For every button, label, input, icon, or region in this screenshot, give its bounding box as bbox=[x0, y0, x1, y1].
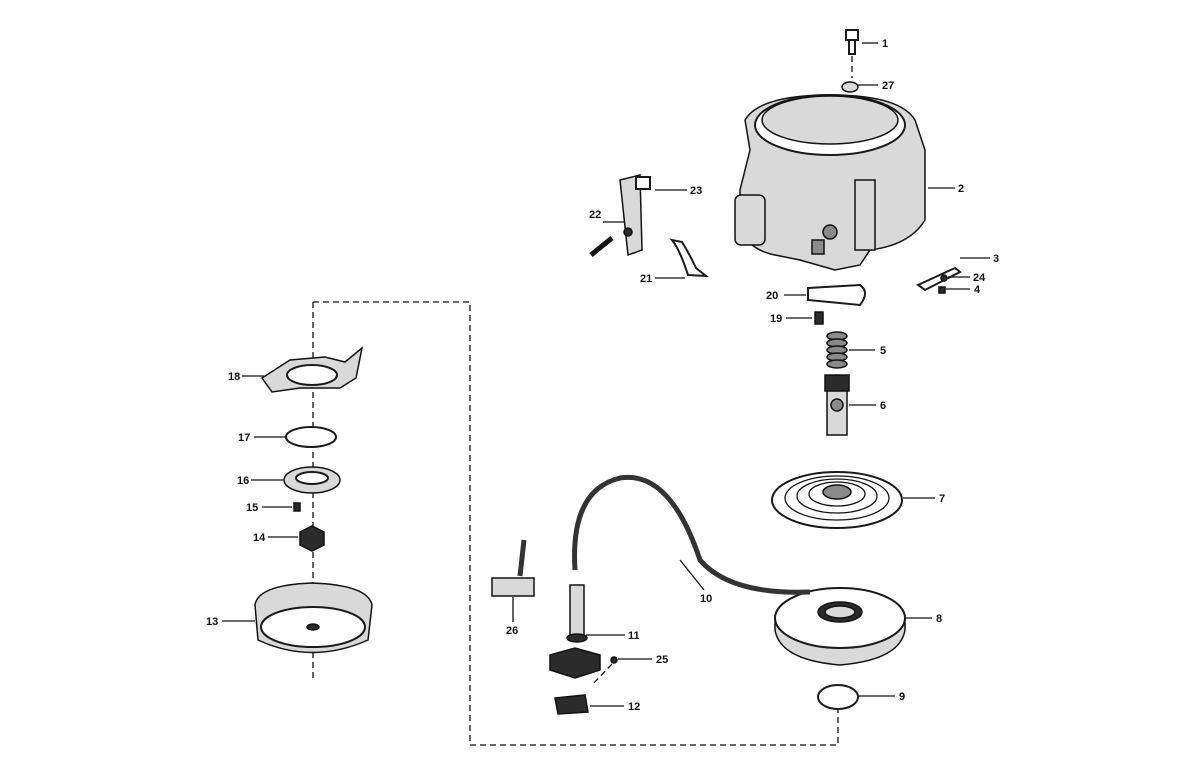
part-20-retainer-plate bbox=[807, 283, 866, 307]
label-part-25: 25 bbox=[656, 654, 668, 666]
part-8-pulley bbox=[774, 587, 906, 666]
label-part-15: 15 bbox=[246, 502, 258, 514]
label-part-3: 3 bbox=[993, 253, 999, 265]
label-part-13: 13 bbox=[206, 616, 218, 628]
label-part-23: 23 bbox=[690, 185, 702, 197]
label-part-27: 27 bbox=[882, 80, 894, 92]
label-part-18: 18 bbox=[228, 371, 240, 383]
part-19-screw bbox=[814, 311, 824, 325]
label-part-21: 21 bbox=[640, 273, 652, 285]
label-part-2: 2 bbox=[958, 183, 964, 195]
label-part-6: 6 bbox=[880, 400, 886, 412]
part-23-pawl-bracket bbox=[619, 174, 651, 257]
label-part-17: 17 bbox=[238, 432, 250, 444]
part-5-spring bbox=[826, 331, 848, 369]
label-part-1: 1 bbox=[882, 38, 888, 50]
part-7-recoil-spring bbox=[771, 471, 903, 529]
part-27-washer bbox=[841, 81, 859, 93]
label-part-16: 16 bbox=[237, 475, 249, 487]
label-part-19: 19 bbox=[770, 313, 782, 325]
label-part-12: 12 bbox=[628, 701, 640, 713]
part-10-starter-rope bbox=[572, 474, 811, 595]
part-16-washer bbox=[283, 466, 341, 494]
part-24-screw bbox=[940, 274, 948, 282]
label-part-7: 7 bbox=[939, 493, 945, 505]
part-11-starter-handle bbox=[549, 584, 601, 679]
label-part-24: 24 bbox=[973, 272, 986, 284]
label-part-20: 20 bbox=[766, 290, 778, 302]
assembly-dashed-outline bbox=[313, 301, 839, 746]
label-part-8: 8 bbox=[936, 613, 942, 625]
part-4-screw bbox=[938, 286, 946, 294]
part-13-starter-cup bbox=[254, 582, 373, 654]
label-part-9: 9 bbox=[899, 691, 905, 703]
label-part-26: 26 bbox=[506, 625, 518, 637]
label-part-5: 5 bbox=[880, 345, 886, 357]
part-3-clip bbox=[916, 266, 962, 292]
label-part-22: 22 bbox=[589, 209, 601, 221]
part-9-ring bbox=[817, 684, 859, 710]
part-18-cam bbox=[260, 346, 364, 393]
part-12-handle-insert bbox=[554, 694, 589, 715]
part-1-bolt bbox=[845, 29, 859, 78]
label-part-10: 10 bbox=[700, 593, 712, 605]
part-15-screw bbox=[293, 502, 301, 512]
part-22-pin bbox=[589, 236, 614, 257]
part-17-ring bbox=[285, 426, 337, 448]
part-6-pawl bbox=[824, 374, 850, 436]
label-part-14: 14 bbox=[253, 532, 266, 544]
part-26-rope-anchor bbox=[491, 539, 535, 597]
part-14-nut bbox=[299, 525, 325, 552]
part-2-starter-housing bbox=[734, 94, 926, 271]
label-part-4: 4 bbox=[974, 284, 981, 296]
part-25-screw bbox=[610, 656, 618, 664]
part-21-spring-strip bbox=[669, 238, 710, 278]
label-part-11: 11 bbox=[628, 630, 640, 642]
leader-lines bbox=[222, 42, 990, 707]
